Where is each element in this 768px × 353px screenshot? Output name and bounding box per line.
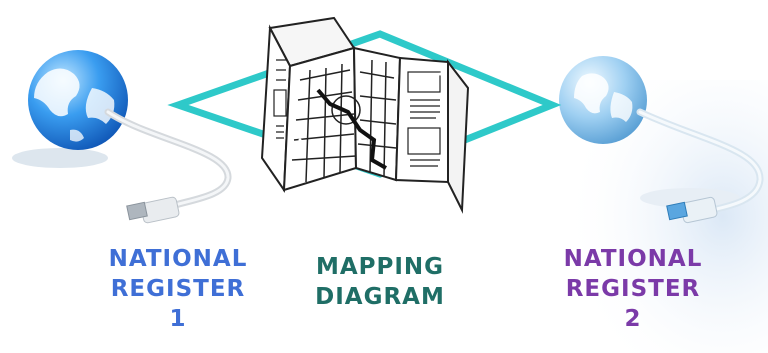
- label-line: 2: [624, 306, 642, 332]
- mapping-diagram-label: MAPPING DIAGRAM: [300, 252, 460, 312]
- label-line: DIAGRAM: [315, 284, 445, 310]
- globe-icon: [12, 50, 128, 168]
- label-line: NATIONAL: [108, 246, 248, 272]
- label-line: 1: [169, 306, 187, 332]
- label-line: REGISTER: [565, 276, 701, 302]
- national-register-2-label: NATIONAL REGISTER 2: [553, 244, 713, 334]
- connector-sparkle: [298, 60, 442, 152]
- label-line: NATIONAL: [563, 246, 703, 272]
- label-line: REGISTER: [110, 276, 246, 302]
- folded-map-icon: [260, 16, 470, 214]
- usb-cable-icon: [636, 108, 764, 224]
- national-register-1-label: NATIONAL REGISTER 1: [98, 244, 258, 334]
- usb-cable-icon: [104, 108, 232, 224]
- label-line: MAPPING: [315, 254, 445, 280]
